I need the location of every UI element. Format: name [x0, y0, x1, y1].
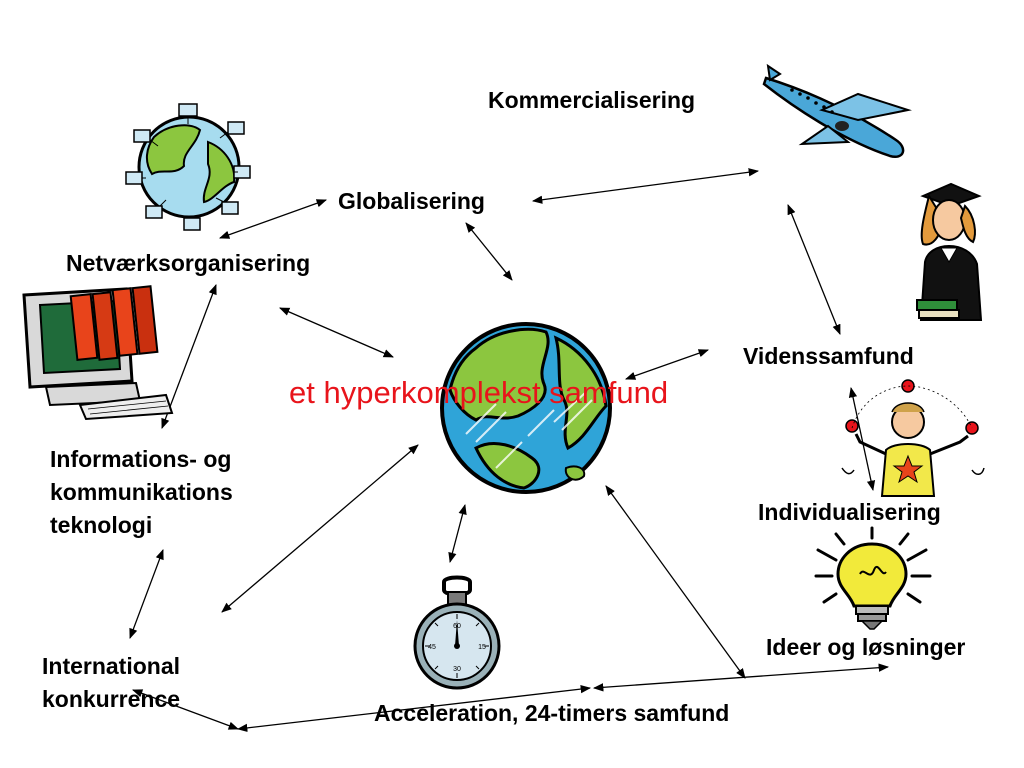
network-globe-icon	[125, 103, 251, 231]
globe-icon	[440, 322, 612, 494]
stopwatch-num-15: 15	[478, 644, 486, 651]
lightbulb-icon	[814, 526, 932, 630]
arrow-center-accel	[448, 503, 467, 564]
arrow-intl-accel	[236, 684, 592, 733]
stopwatch-num-60: 60	[453, 623, 461, 630]
center-label: et hyperkomplekst samfund	[289, 375, 669, 410]
stopwatch-num-45: 45	[428, 644, 436, 651]
label-international-line2: konkurrence	[42, 686, 181, 712]
arrow-glob-center	[465, 222, 513, 281]
label-globalisering: Globalisering	[338, 188, 485, 214]
airplane-icon	[762, 63, 912, 159]
label-ikt-line2: kommunikations	[50, 479, 233, 505]
arrow-center-intl	[221, 444, 419, 613]
arrow-accel-ideer	[592, 663, 890, 692]
graduate-icon	[916, 182, 983, 321]
arrow-viden-center	[625, 349, 709, 380]
label-international-line1: International	[42, 653, 181, 679]
label-netvaerksorganisering: Netværksorganisering	[66, 250, 311, 276]
label-videnssamfund: Videnssamfund	[743, 343, 914, 369]
label-ikt: Informations- og kommunikations teknolog…	[50, 443, 233, 542]
label-ikt-line3: teknologi	[50, 512, 153, 538]
label-ikt-line1: Informations- og	[50, 446, 232, 472]
stopwatch-icon: 60 15 30 45	[413, 575, 501, 690]
label-kommercialisering: Kommercialisering	[488, 87, 696, 113]
arrow-center-ideer	[605, 485, 746, 679]
arrow-kommerc-viden	[787, 204, 841, 335]
stopwatch-num-30: 30	[453, 666, 461, 673]
arrow-viden-indiv	[848, 386, 876, 492]
arrow-ikt-intl	[129, 549, 164, 639]
arrow-intl-bottom	[132, 689, 239, 730]
arrow-netv-ikt	[161, 284, 217, 429]
computer-icon	[22, 285, 174, 421]
arrow-kommerc-glob	[531, 168, 760, 204]
label-acceleration: Acceleration, 24-timers samfund	[374, 700, 730, 726]
label-international: International konkurrence	[42, 650, 180, 716]
arrow-netv-center	[279, 307, 394, 358]
label-ideer: Ideer og løsninger	[766, 634, 966, 660]
juggler-icon	[841, 379, 985, 497]
label-individualisering: Individualisering	[758, 499, 941, 525]
arrow-glob-netv	[219, 199, 327, 239]
